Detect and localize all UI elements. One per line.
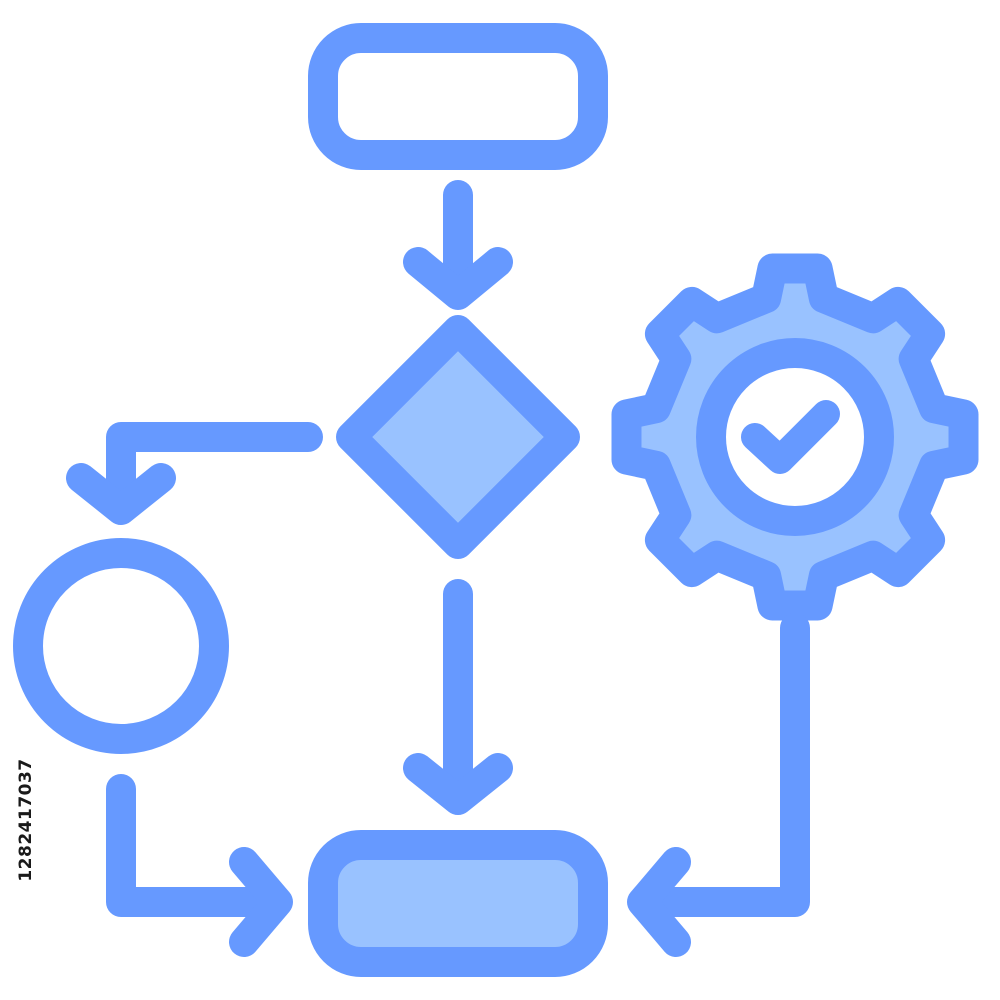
start-box	[308, 23, 608, 170]
arrow-left-to-circle	[66, 422, 323, 525]
end-box	[308, 830, 608, 977]
check-icon	[741, 400, 840, 474]
connector-circle	[13, 538, 229, 754]
arrow-down-to-end	[403, 579, 513, 815]
arrow-circle-to-end	[106, 774, 293, 957]
decision-diamond	[336, 315, 580, 559]
arrow-gear-to-end	[627, 613, 810, 957]
arrow-down-to-decision	[403, 180, 513, 310]
gear-icon	[611, 253, 979, 621]
